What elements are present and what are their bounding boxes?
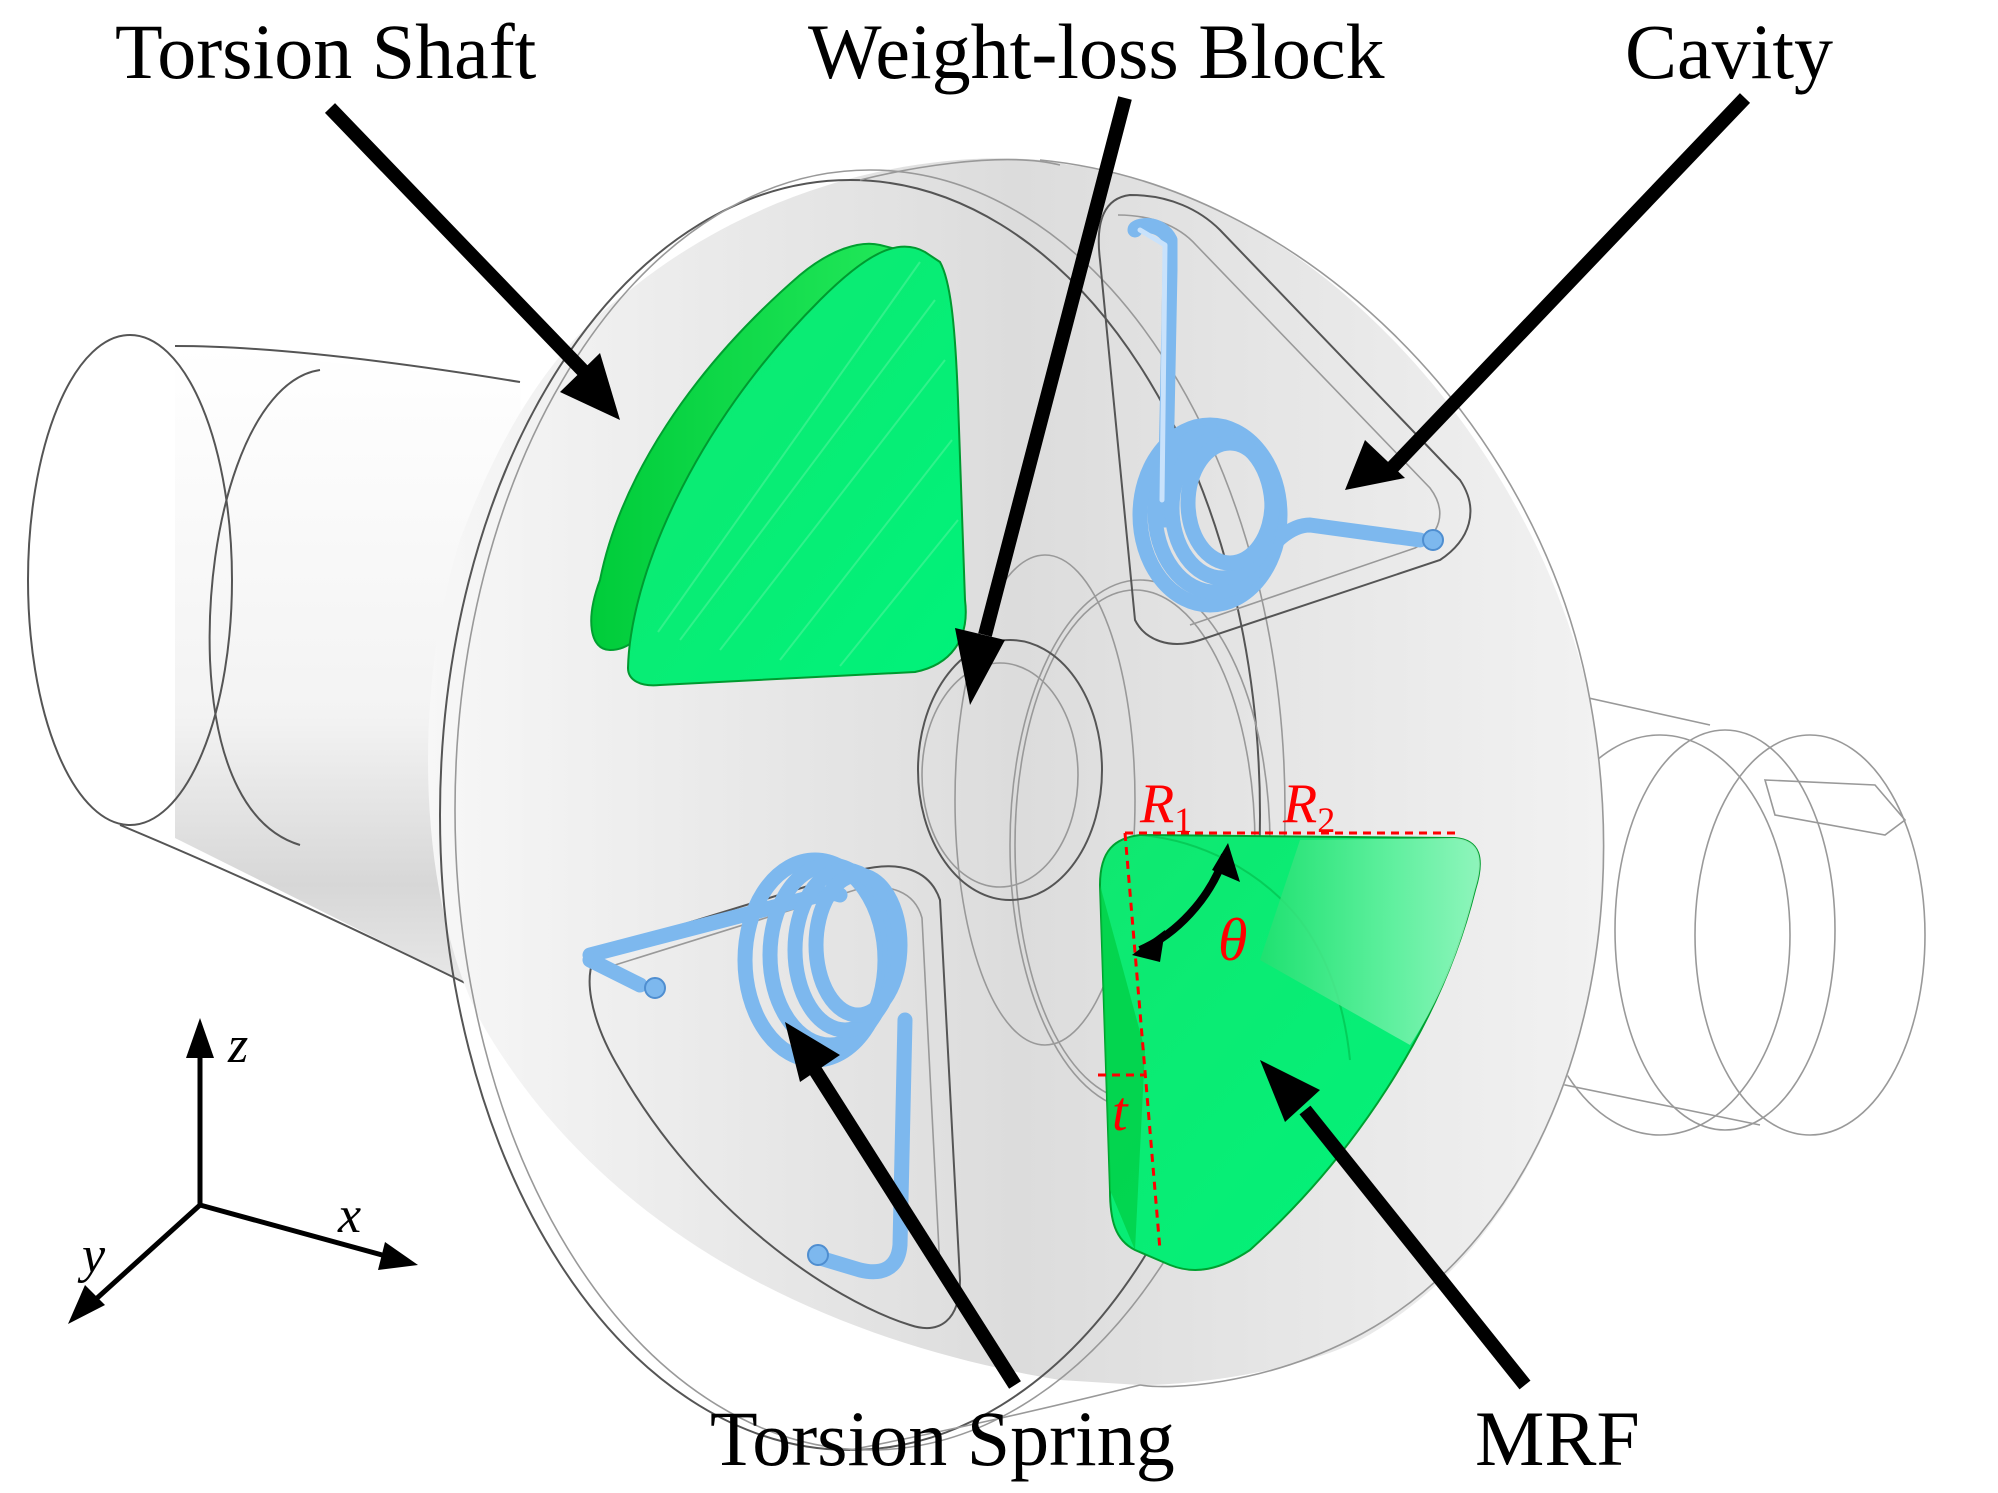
theta-angle-arrow: [1132, 843, 1240, 962]
weight-loss-hole: [917, 639, 1103, 901]
label-weight-loss-block: Weight-loss Block: [808, 8, 1385, 95]
symbol-r1: R1: [1139, 773, 1192, 840]
axis-y-line: [93, 1203, 202, 1302]
coordinate-axes: [68, 1018, 418, 1324]
mrf-block-bottom-right: [1098, 833, 1481, 1271]
leader-arrows: [324, 93, 1751, 1390]
label-torsion-shaft: Torsion Shaft: [115, 8, 537, 95]
axis-z-label: z: [227, 1017, 248, 1074]
arrow-cavity: [1384, 93, 1751, 475]
symbol-r2: R2: [1282, 773, 1335, 840]
torsion-spring-bottom-left: [582, 852, 913, 1280]
axis-x-label: x: [337, 1187, 361, 1244]
arrow-mrf: [1299, 1105, 1531, 1390]
mrf-block-top-left: [590, 242, 967, 687]
arrow-torsion-spring: [809, 1066, 1021, 1389]
label-mrf: MRF: [1475, 1395, 1640, 1482]
label-torsion-spring: Torsion Spring: [710, 1395, 1175, 1482]
dimension-marks: [1098, 831, 1460, 1251]
symbol-t: t: [1112, 1081, 1129, 1143]
axis-x-arrowhead: [378, 1242, 418, 1270]
symbol-theta: θ: [1218, 907, 1247, 973]
torsion-spring-top-right: [1127, 218, 1444, 613]
axis-y-label: y: [77, 1227, 106, 1284]
arrow-torsion-shaft: [324, 103, 596, 383]
arrow-weight-loss-block: [978, 96, 1132, 637]
axis-z-arrowhead: [186, 1018, 214, 1058]
axis-y-arrowhead: [68, 1285, 105, 1324]
label-cavity: Cavity: [1625, 8, 1833, 95]
axis-x-line: [199, 1202, 383, 1258]
